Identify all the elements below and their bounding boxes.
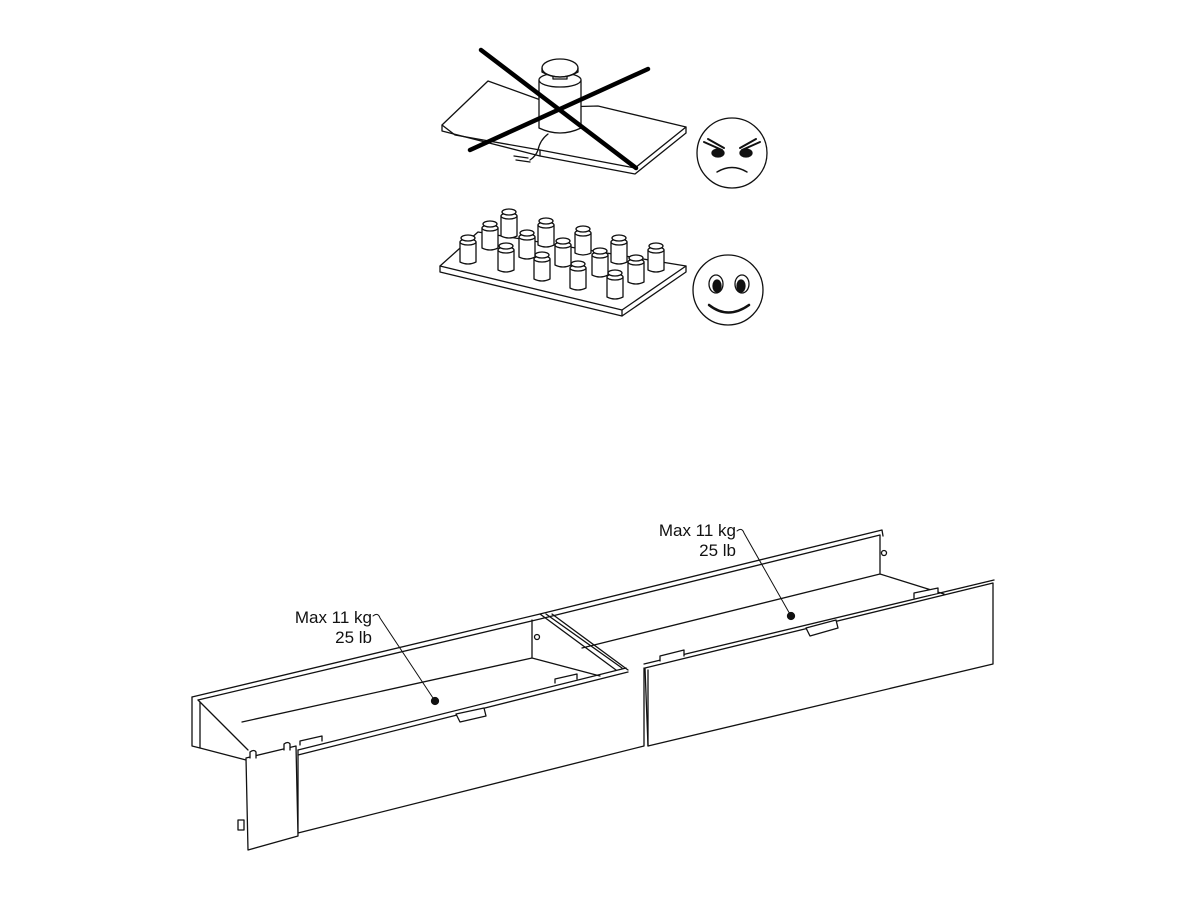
left-leader-line: [372, 613, 436, 702]
left-max-lb: 25 lb: [335, 628, 372, 647]
left-drawer-load-label: Max 11 kg 25 lb: [270, 608, 372, 648]
happy-face-icon: [692, 254, 764, 326]
right-drawer: [581, 528, 995, 747]
right-max-kg: Max 11 kg: [658, 521, 736, 540]
incorrect-load-illustration: [441, 47, 687, 175]
small-weights: [459, 208, 665, 300]
heavy-weight-icon: [538, 58, 582, 134]
right-drawer-load-label: Max 11 kg 25 lb: [634, 521, 736, 561]
drawer-assembly: [191, 528, 995, 851]
right-max-lb: 25 lb: [699, 541, 736, 560]
left-max-kg: Max 11 kg: [294, 608, 372, 627]
left-drawer: [191, 613, 645, 851]
cross-out-icon: [467, 47, 651, 171]
angry-face-icon: [696, 117, 768, 189]
right-leader-line: [736, 528, 792, 617]
correct-load-illustration: [439, 208, 687, 317]
